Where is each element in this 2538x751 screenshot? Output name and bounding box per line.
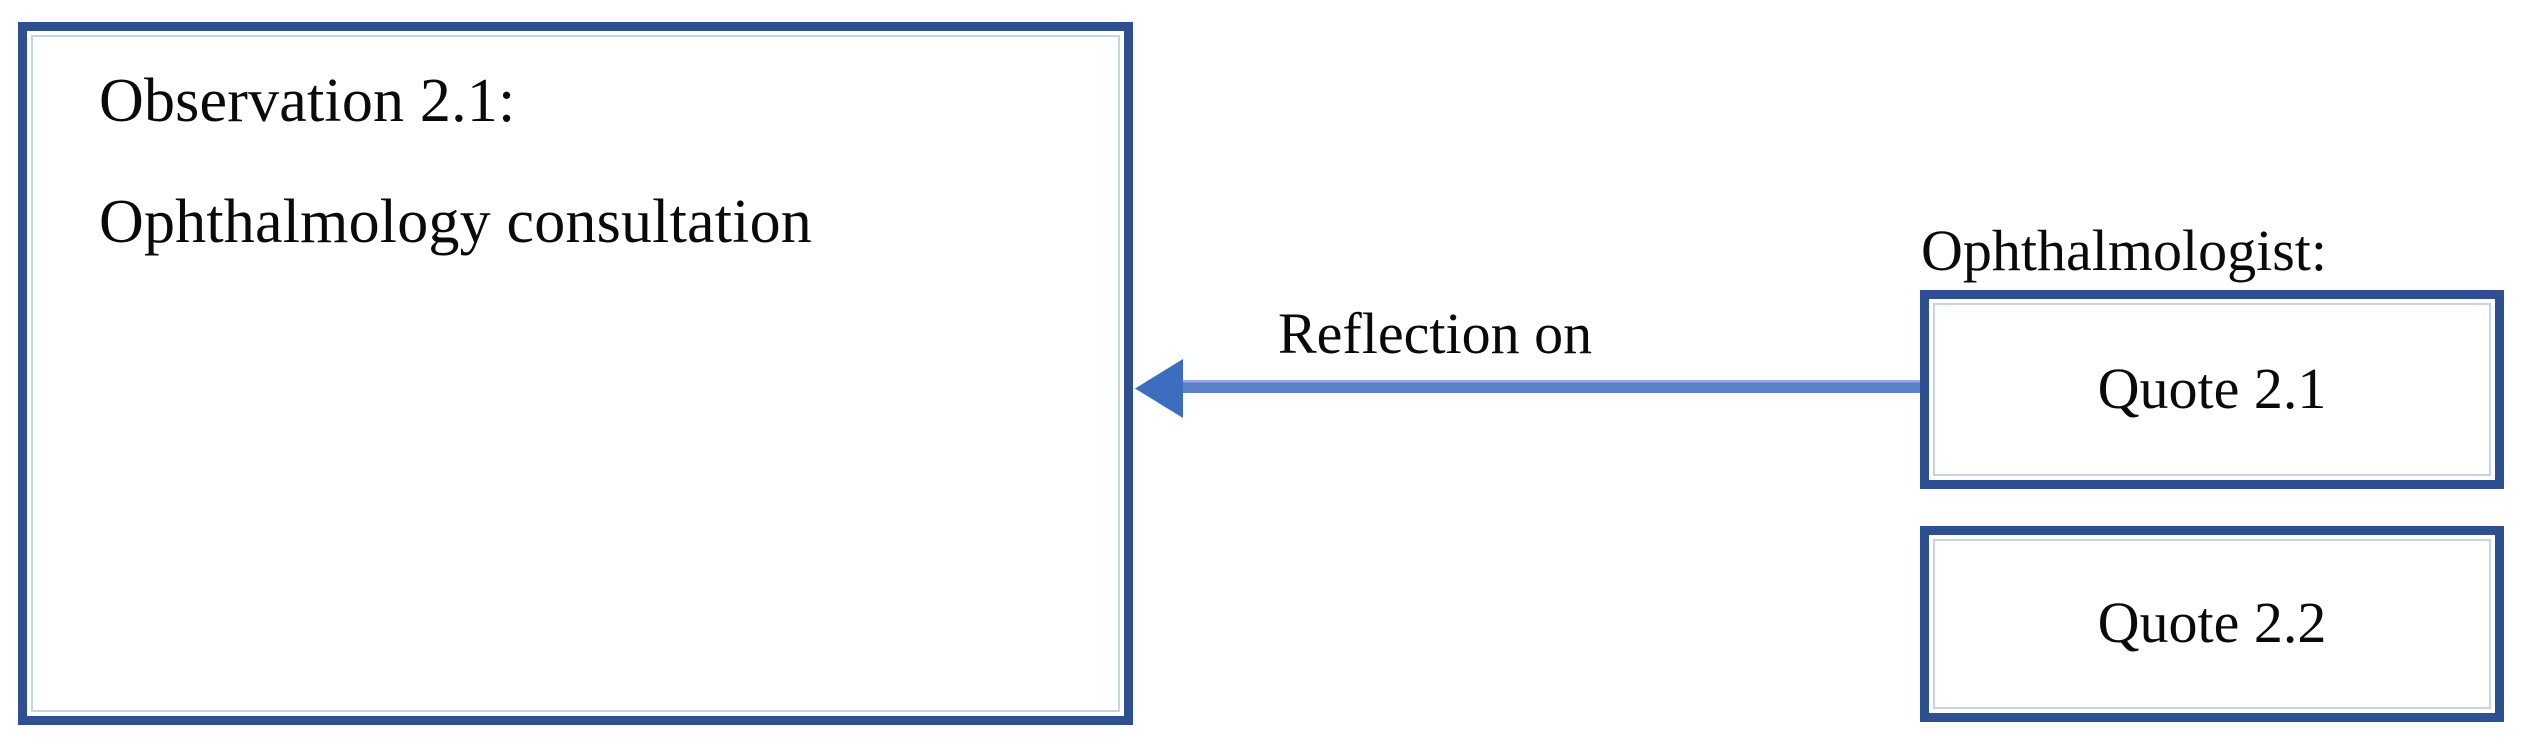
quote-box-2-2[interactable]: Quote 2.2 [1920, 526, 2504, 722]
quote-label: Quote 2.2 [2097, 589, 2327, 655]
reflection-arrow [1133, 330, 1928, 450]
observation-box[interactable]: Observation 2.1: Ophthalmology consultat… [18, 22, 1133, 725]
observation-text-block: Observation 2.1: Ophthalmology consultat… [99, 67, 1084, 257]
observation-heading: Observation 2.1: [99, 67, 516, 135]
reflection-arrow-label: Reflection on [1278, 301, 1593, 366]
arrow-shaft-icon [1179, 380, 1928, 393]
ophthalmologist-group-label: Ophthalmologist: [1921, 218, 2327, 283]
left-triangle-arrowhead-icon [1135, 359, 1183, 418]
quote-box-2-1[interactable]: Quote 2.1 [1920, 290, 2504, 489]
quote-label: Quote 2.1 [2097, 355, 2327, 421]
observation-body: Ophthalmology consultation [99, 188, 812, 257]
